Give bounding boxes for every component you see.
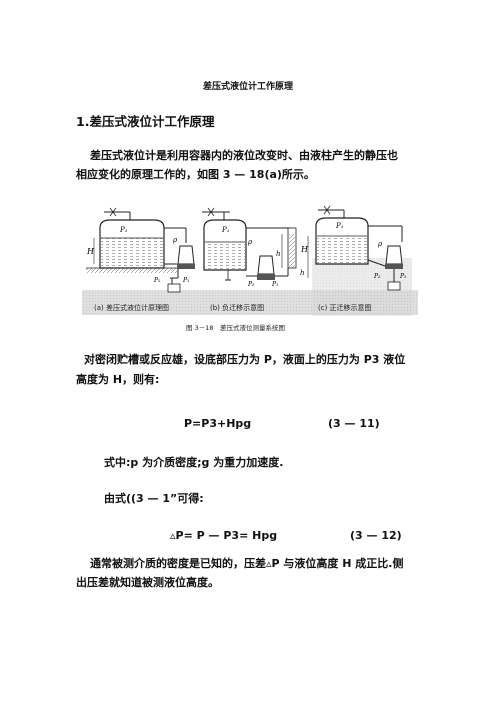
para2-line1: 对密闭贮槽或反应雄，设底部压力为 P，液面上的压力为 P3 液位 <box>84 353 406 366</box>
diagram-b: P₁ h ρ P₂ P₁ <box>202 207 297 288</box>
section-heading: 1.差压式液位计工作原理 <box>76 114 215 129</box>
diagram-c: P₁ H h ρ P₂ P₁ <box>300 205 406 291</box>
svg-text:H: H <box>300 245 309 254</box>
subcaption-a: (a) 差压式液位计原理图 <box>94 304 169 312</box>
para5-line2: 出压差就知道被测液位高度。 <box>76 576 219 589</box>
para5-line1: 通常被测介质的密度是已知的，压差▵P 与液位高度 H 成正比.侧 <box>90 557 404 570</box>
doc-title: 差压式液位计工作原理 <box>202 82 293 92</box>
svg-text:h: h <box>300 269 305 277</box>
equation-2: ▵P= P — P3= Hpg <box>170 529 278 542</box>
svg-text:P₂: P₂ <box>153 277 161 284</box>
para1-line1: 差压式液位计是利用容器内的液位改变时、由液柱产生的静压也 <box>90 149 398 162</box>
diagram-a: H P₁ ρ P₂ P₁ <box>86 207 195 293</box>
para2-line2: 高度为 H，则有: <box>76 373 160 386</box>
svg-text:P₁: P₁ <box>271 281 278 288</box>
equation-1-number: (3 — 11) <box>328 417 380 430</box>
equation-2-number: (3 — 12) <box>350 529 402 542</box>
figure-caption: 图 3－18 差压式液位测量系统图 <box>186 324 285 332</box>
label-rho-a: ρ <box>172 236 178 244</box>
para1-line2: 相应变化的原理工作的，如图 3 — 18(a)所示。 <box>76 168 315 181</box>
label-p1-a: P₁ <box>119 226 128 234</box>
equation-1: P=P3+Hpg <box>184 417 252 430</box>
label-H-a: H <box>86 247 95 256</box>
label-rho-c: ρ <box>377 240 383 248</box>
svg-text:P₁: P₁ <box>182 277 189 284</box>
subcaption-c: (c) 正迁移示意图 <box>318 304 372 312</box>
svg-text:P₁: P₁ <box>399 273 406 280</box>
svg-text:P₂: P₂ <box>247 281 255 288</box>
label-p1-b: P₁ <box>221 226 230 234</box>
para3: 式中:p 为介质密度;g 为重力加速度. <box>104 456 284 469</box>
label-p1-c: P₁ <box>335 222 344 230</box>
label-h-b: h <box>276 250 281 258</box>
subcaption-b: (b) 负迁移示意图 <box>210 304 265 312</box>
para4: 由式((3 — 1”可得: <box>104 492 204 505</box>
figure-diagram: H P₁ ρ P₂ P₁ P₁ <box>82 205 418 316</box>
label-rho-b: ρ <box>247 238 253 246</box>
svg-text:P₂: P₂ <box>373 273 381 280</box>
